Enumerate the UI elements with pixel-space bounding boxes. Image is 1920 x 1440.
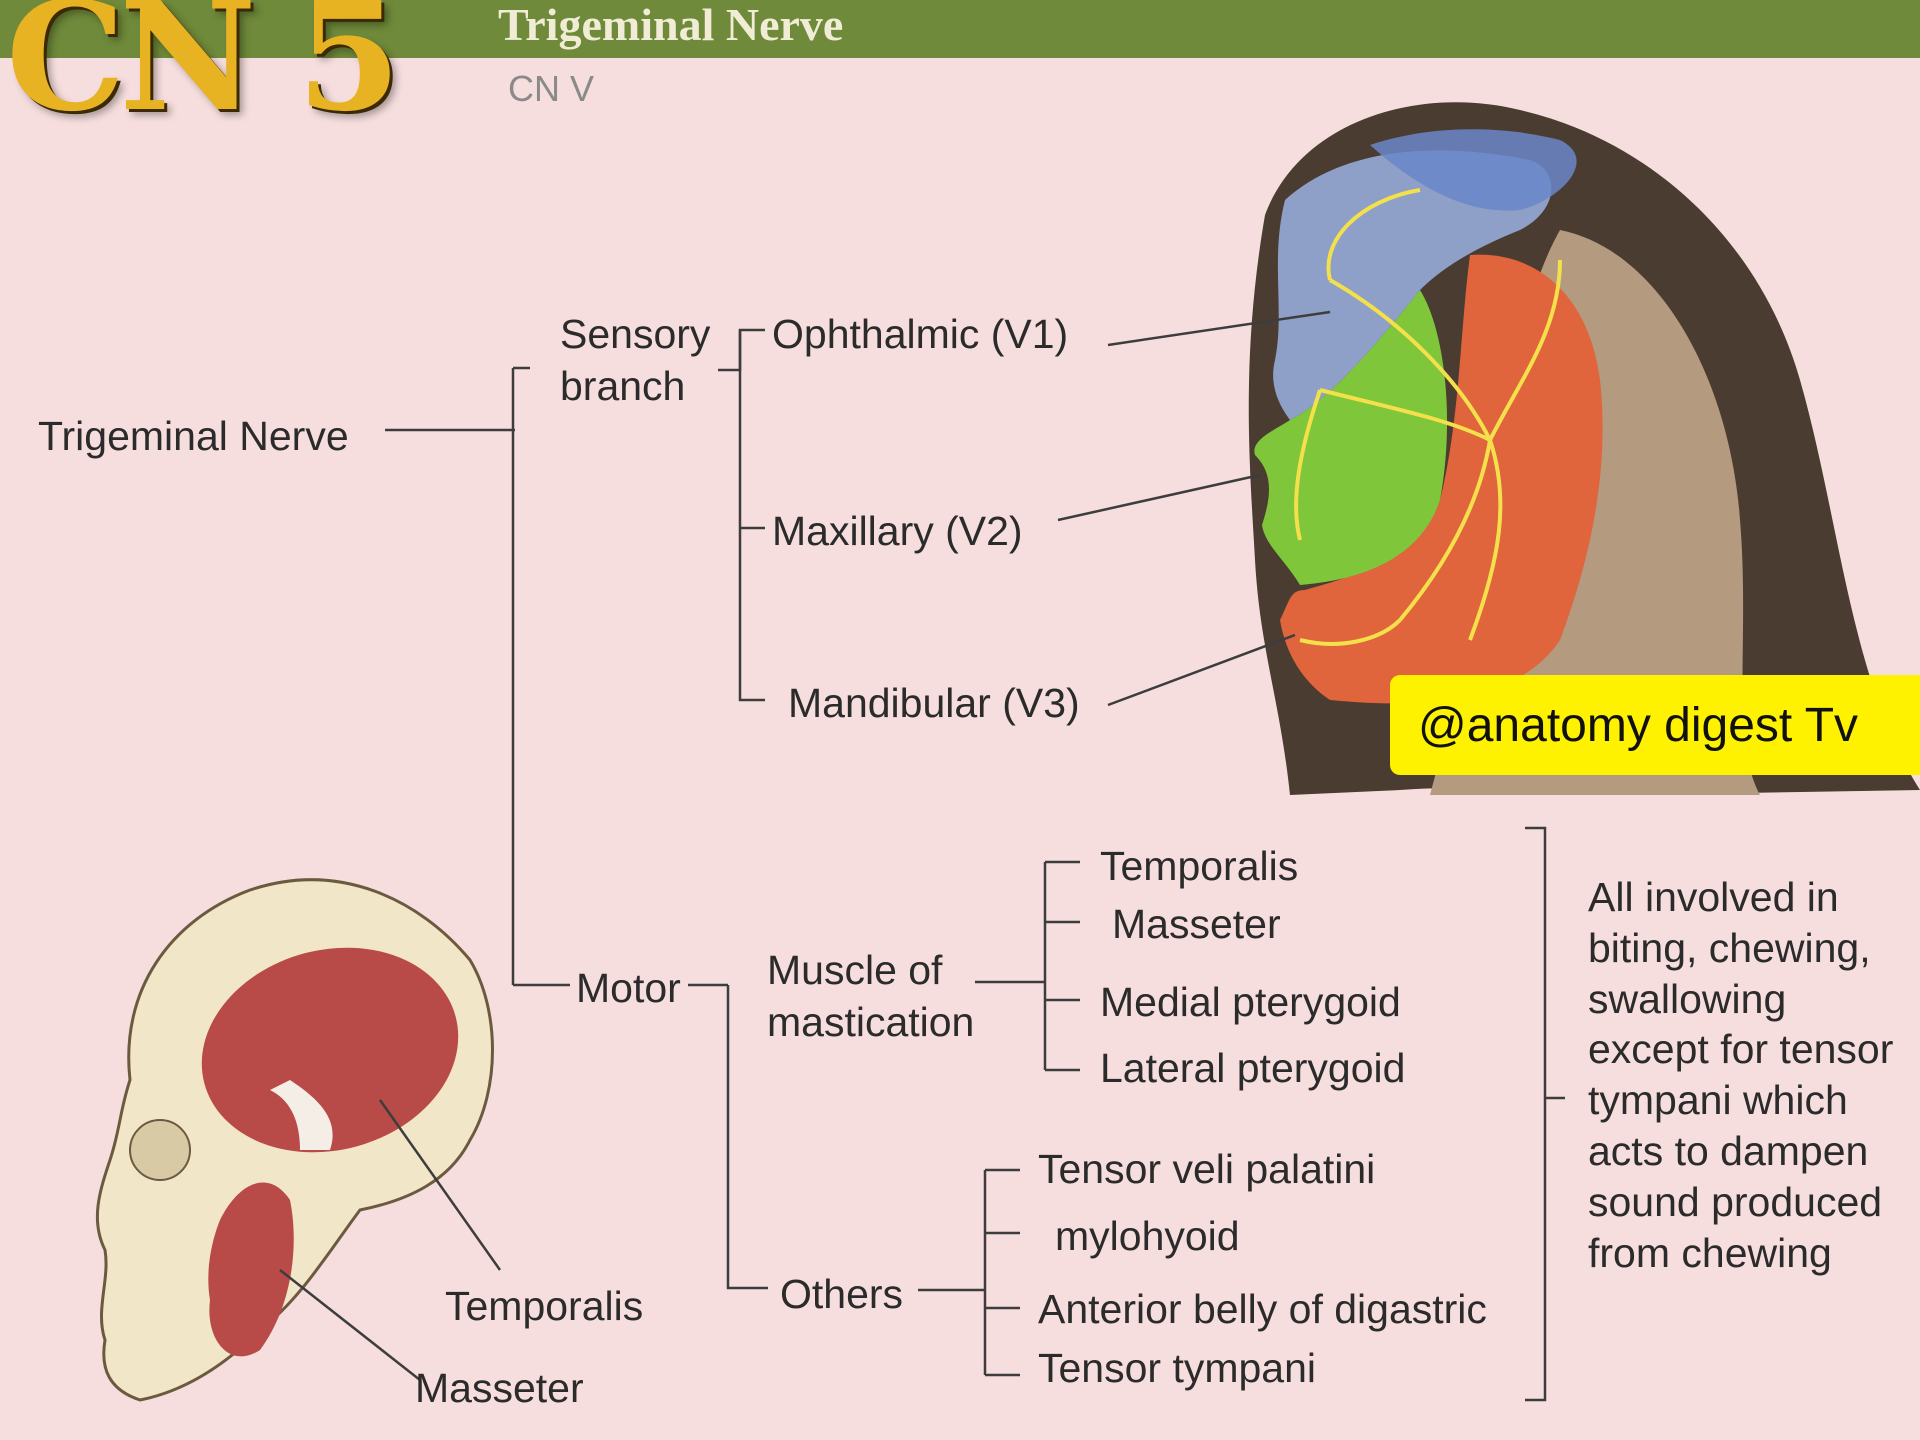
others-tensor-tympani: Tensor tympani [1038,1345,1317,1391]
others-anterior-belly-digastric: Anterior belly of digastric [1038,1286,1487,1332]
maxillary-v2-label: Maxillary (V2) [772,508,1023,554]
nerve-abbreviation: CN V [508,68,595,109]
ophthalmic-v1-label: Ophthalmic (V1) [772,311,1069,357]
watermark-banner: @anatomy digest Tv [1390,675,1920,775]
temporalis-tendon [270,1080,333,1150]
nerve-name-title: Trigeminal Nerve [498,0,844,50]
temporalis-muscle [201,947,459,1153]
others-label: Others [780,1271,904,1317]
sensory-branch-label: Sensory branch [560,311,711,410]
others-mylohyoid: mylohyoid [1055,1213,1240,1259]
mastication-temporalis: Temporalis [1100,843,1299,889]
masseter-muscle [208,1182,294,1357]
mandibular-v3-label: Mandibular (V3) [788,680,1080,726]
skull-masseter-label: Masseter [415,1365,584,1411]
root-trigeminal-nerve: Trigeminal Nerve [38,413,349,459]
motor-label: Motor [576,965,681,1011]
v1-region [1273,150,1552,421]
nerve-paths [1294,188,1562,646]
muscle-of-mastication-label: Muscle of mastication [767,947,975,1046]
scalp-blue-region [1370,129,1577,211]
masseter-pointer [279,1269,421,1381]
v3-region [1280,254,1603,704]
temporalis-pointer [378,1099,502,1271]
function-note: All involved in biting, chewing, swallow… [1588,874,1894,1276]
skull-temporalis-label: Temporalis [445,1283,644,1329]
header-bar [0,0,1920,58]
mastication-masseter: Masseter [1112,901,1281,947]
v2-region [1254,290,1448,585]
others-tensor-veli-palatini: Tensor veli palatini [1038,1146,1376,1192]
cn-number-title: CN 5 [6,0,401,145]
mastication-lateral-pterygoid: Lateral pterygoid [1100,1045,1406,1091]
orbit [129,1119,191,1181]
mastication-medial-pterygoid: Medial pterygoid [1100,979,1401,1025]
